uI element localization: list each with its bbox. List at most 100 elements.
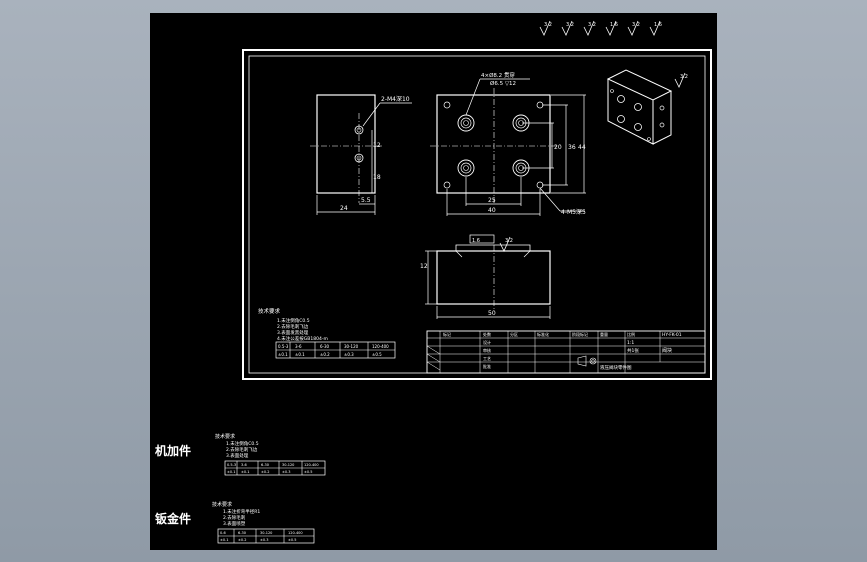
drawing-canvas[interactable]: 3.2 3.2 3.2 1.6 3.2 1.6 (150, 13, 717, 550)
table-header-cell: 0.5-3 (227, 463, 236, 467)
roughness-symbol: 3.2 (627, 20, 640, 36)
table-header-cell: 3-6 (241, 463, 247, 467)
technical-notes: 技术要求 1.未注倒角C0.5 2.去除毛刺飞边 3.表面发黑处理 4.未注公差… (258, 307, 396, 359)
notes-title: 技术要求 (258, 307, 281, 315)
title-cell: 批准 (483, 363, 491, 369)
table-header-cell: 6-30 (261, 463, 269, 467)
dimension-label: 18 (373, 174, 381, 181)
projection-symbol (577, 355, 597, 367)
dimension-label: 24 (340, 205, 348, 212)
dimension-label: 25 (488, 197, 496, 204)
notes-line: 3.表面发黑处理 (277, 329, 309, 336)
table-cell: ±0.2 (238, 538, 247, 542)
left-view: 2-M4深10 12 18 24 5.5 (310, 94, 412, 215)
notes-line: 2.去除毛刺 (223, 514, 246, 521)
hole-callout: 4×Ø8.2 贯穿 (481, 71, 515, 79)
title-cell: 重量 (600, 331, 608, 337)
top-view: 12 50 1.6 3.2 (420, 234, 551, 319)
front-view: 4×Ø8.2 贯穿 Ø6.5 ▽12 4-M5深5 20 36 44 25 40 (430, 71, 586, 216)
part-name: 阀块 (662, 347, 672, 354)
table-header-cell: 30-120 (282, 463, 294, 467)
table-header-cell: 6-30 (238, 531, 246, 535)
roughness-value: 1.6 (610, 22, 618, 28)
dimension-label: 20 (554, 144, 562, 151)
roughness-value: 3.2 (632, 22, 640, 28)
roughness-value: 3.2 (505, 238, 513, 244)
title-cell: 标记 (443, 331, 451, 337)
roughness-symbol: 3.2 (583, 20, 596, 36)
notes-line: 4.未注公差按GB1804-m (277, 335, 328, 342)
table-cell: ±0.3 (260, 538, 269, 542)
roughness-value: 3.2 (680, 74, 688, 80)
table-cell: ±0.1 (278, 352, 288, 357)
notes-line: 1.未注折弯半径R1 (223, 508, 260, 515)
tapped-hole (443, 101, 451, 109)
sheet-metal-section: 钣金件 技术要求 1.未注折弯半径R1 2.去除毛刺 3.表面喷塑 0-6 6-… (155, 501, 315, 544)
notes-line: 2.去除毛刺飞边 (277, 323, 309, 330)
notes-line: 3.表面喷塑 (223, 520, 246, 527)
title-cell: 处数 (483, 331, 491, 337)
machined-part-section: 机加件 技术要求 1.未注倒角C0.5 2.去除毛刺飞边 3.表面处理 0.5-… (155, 433, 326, 476)
dimension-label: 44 (578, 144, 586, 151)
table-header-cell: 0.5-3 (278, 344, 289, 349)
section-label-sheet-metal: 钣金件 (155, 511, 191, 526)
notes-title: 技术要求 (215, 433, 235, 440)
scale-value: 1:1 (627, 340, 634, 346)
tapped-hole (443, 181, 451, 189)
drawing-number: HY-FK-01 (662, 332, 682, 338)
table-header-cell: 120-400 (304, 463, 319, 467)
roughness-symbol: 3.2 (499, 236, 513, 252)
tolerance-table: 0.5-3 3-6 6-30 30-120 120-400 ±0.1 ±0.1 … (224, 460, 326, 476)
roughness-symbol: 1.6 (605, 20, 618, 36)
title-cell: 审核 (483, 347, 491, 353)
dimension-label: 12 (373, 142, 381, 149)
table-header-cell: 6-30 (320, 344, 330, 349)
tolerance-table: 0-6 6-30 30-120 120-400 ±0.1 ±0.2 ±0.3 ±… (217, 528, 315, 544)
title-block: 标记 处数 分区 设计 审核 工艺 批准 标准化 阶段标记 重量 比例 1:1 … (426, 330, 706, 374)
roughness-value: 3.2 (588, 22, 596, 28)
table-cell: ±0.3 (344, 352, 354, 357)
table-cell: ±0.1 (227, 470, 236, 474)
table-cell: ±0.1 (295, 352, 305, 357)
hole-callout: 2-M4深10 (381, 95, 410, 103)
table-header-cell: 120-400 (372, 344, 389, 349)
table-cell: ±0.1 (220, 538, 229, 542)
counterbore-hole (457, 114, 475, 132)
table-cell: ±0.3 (282, 470, 291, 474)
isometric-view: 3.2 (606, 69, 688, 145)
cad-drawing: 3.2 3.2 3.2 1.6 3.2 1.6 (155, 20, 712, 544)
table-header-cell: 30-120 (344, 344, 359, 349)
hole-callout: 4-M5深5 (561, 208, 586, 216)
notes-line: 1.未注倒角C0.5 (277, 317, 310, 324)
title-cell: 标准化 (537, 331, 549, 337)
dimension-label: 40 (488, 207, 496, 214)
section-label-machined: 机加件 (155, 443, 191, 458)
flatness-tolerance: 1.6 (472, 238, 480, 244)
dimension-label: 5.5 (361, 197, 371, 204)
table-cell: ±0.5 (304, 470, 313, 474)
roughness-value: 3.2 (544, 22, 552, 28)
drawing-border-outer (242, 49, 712, 380)
table-cell: ±0.2 (320, 352, 330, 357)
roughness-header: 3.2 3.2 3.2 1.6 3.2 1.6 (539, 20, 662, 36)
dimension-label: 36 (568, 144, 576, 151)
title-cell: 设计 (483, 339, 491, 345)
title-cell: 工艺 (483, 356, 491, 361)
notes-line: 1.未注倒角C0.5 (226, 440, 259, 447)
roughness-symbol: 3.2 (674, 72, 688, 88)
title-cell: 比例 (627, 331, 635, 337)
table-cell: ±0.2 (261, 470, 270, 474)
table-header-cell: 30-120 (260, 531, 272, 535)
title-cell: 阶段标记 (572, 331, 588, 337)
roughness-symbol: 3.2 (561, 20, 574, 36)
sheet-count: 共1张 (627, 347, 639, 354)
tolerance-table: 0.5-3 3-6 6-30 30-120 120-400 ±0.1 ±0.1 … (275, 341, 396, 359)
notes-title: 技术要求 (212, 501, 232, 508)
table-cell: ±0.1 (241, 470, 250, 474)
table-header-cell: 120-400 (288, 531, 303, 535)
roughness-value: 3.2 (566, 22, 574, 28)
title-cell: 分区 (510, 331, 518, 337)
roughness-symbol: 3.2 (539, 20, 552, 36)
notes-line: 2.去除毛刺飞边 (226, 446, 258, 453)
counterbore-hole (457, 159, 475, 177)
